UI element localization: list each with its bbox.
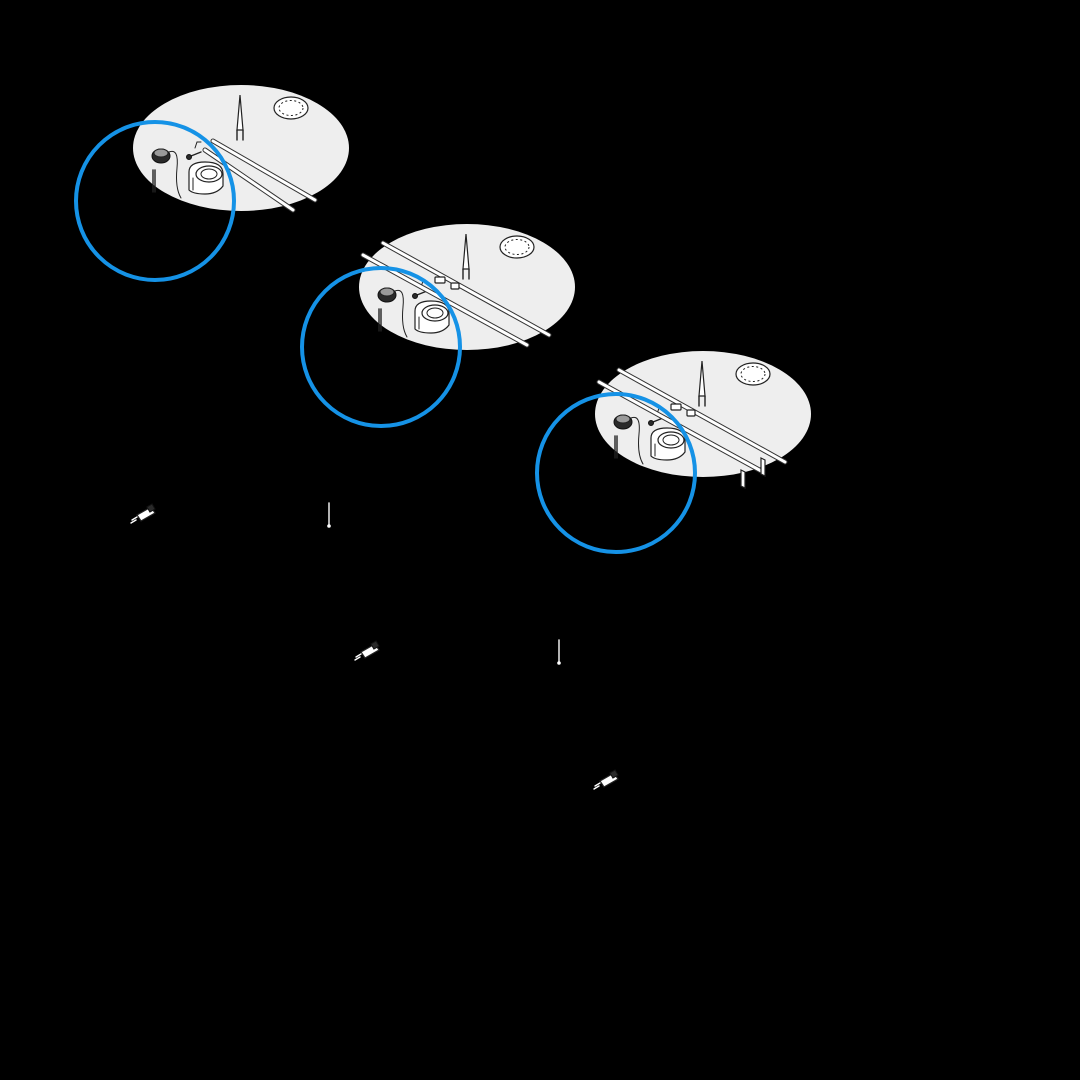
step-3 xyxy=(535,350,812,790)
highlight-circle-icon xyxy=(300,266,462,428)
highlight-circle-icon xyxy=(74,120,236,282)
step-1 xyxy=(74,84,350,529)
tank-lid-icon xyxy=(594,350,812,489)
pin-icon xyxy=(556,639,562,666)
step-2 xyxy=(300,223,576,666)
tank-lid-icon xyxy=(132,84,350,211)
hose-fitting-icon xyxy=(130,503,156,524)
hose-fitting-icon xyxy=(354,640,380,661)
pin-icon xyxy=(326,502,332,529)
tank-lid-icon xyxy=(358,223,576,351)
highlight-circle-icon xyxy=(535,392,697,554)
hose-fitting-icon xyxy=(593,769,619,790)
